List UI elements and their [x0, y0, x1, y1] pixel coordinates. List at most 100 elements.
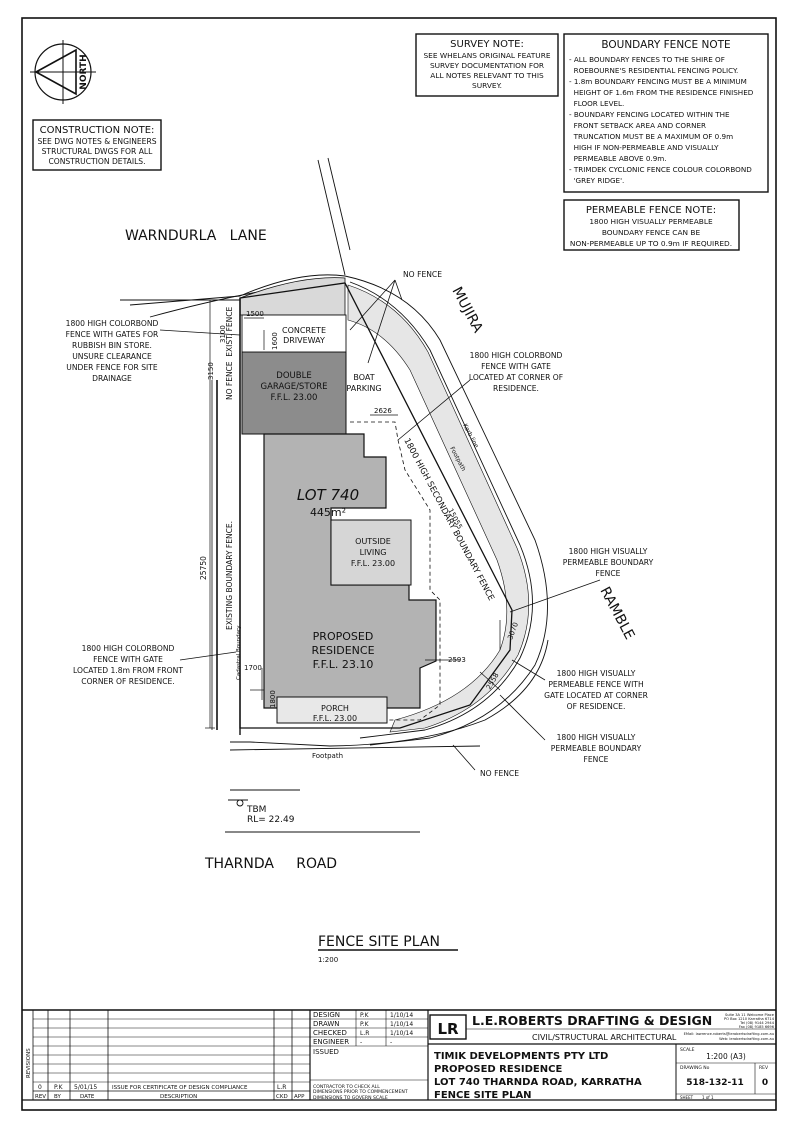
garage-label: DOUBLE [276, 371, 311, 381]
signoff-engineer-label: ENGINEER [313, 1038, 349, 1046]
construction-note-title: CONSTRUCTION NOTE: [40, 125, 155, 136]
signoff-engineer-initials: - [360, 1039, 362, 1046]
boundary-note-line: ROEBOURNE'S RESIDENTIAL FENCING POLICY. [569, 66, 738, 75]
dimensions-note: DIMENSIONS TO GOVERN SCALE [313, 1095, 388, 1101]
tbm-rl-label: RL= 22.49 [247, 815, 295, 825]
callout-rubbish-line: RUBBISH BIN STORE. [72, 341, 152, 350]
dim-25750: 25750 [199, 556, 208, 580]
header-rev: REV [35, 1094, 46, 1100]
permeable-note-line: 1800 HIGH VISUALLY PERMEABLE [589, 217, 713, 226]
callout-permeable-gate-line: OF RESIDENCE. [567, 702, 626, 711]
construction-note-line: CONSTRUCTION DETAILS. [48, 157, 145, 166]
rev-row-description: ISSUE FOR CERTIFICATE OF DESIGN COMPLIAN… [112, 1085, 248, 1091]
project-line: LOT 740 THARNDA ROAD, KARRATHA [434, 1077, 642, 1088]
permeable-fence-note: PERMEABLE FENCE NOTE: 1800 HIGH VISUALLY… [563, 199, 740, 251]
street-mujira: MUJIRA [448, 284, 485, 335]
rev-row-ckd: L.R [277, 1084, 286, 1091]
tbm-label: TBM [246, 805, 266, 815]
dim-2593: 2593 [448, 656, 466, 664]
drawing-no-label: DRAWING No [680, 1065, 710, 1071]
boundary-fence-note: BOUNDARY FENCE NOTE - ALL BOUNDARY FENCE… [563, 33, 769, 193]
street-warndurla-lane: WARNDURLA LANE [125, 228, 267, 244]
callout-no-fence-top: NO FENCE [403, 270, 442, 279]
address-line: Suite 3A 11 Welcome Place [725, 1013, 775, 1017]
rev-label: REV [759, 1065, 769, 1071]
callout-colorbond-corner-line: 1800 HIGH COLORBOND [470, 351, 563, 360]
callout-permeable-gate-line: PERMEABLE FENCE WITH [548, 680, 643, 689]
callout-colorbond-front-line: CORNER OF RESIDENCE. [81, 677, 174, 686]
company-subtitle: CIVIL/STRUCTURAL ARCHITECTURAL [532, 1033, 677, 1042]
boundary-note-line: FRONT SETBACK AREA AND CORNER [569, 121, 706, 130]
plan-scale: 1:200 [318, 956, 338, 964]
scale-value: 1:200 (A3) [706, 1052, 746, 1061]
north-arrow-icon: NORTH [30, 40, 96, 104]
driveway-label: DRIVEWAY [283, 336, 325, 345]
permeable-note-title: PERMEABLE FENCE NOTE: [586, 205, 716, 216]
signoff-checked-date: 1/10/14 [390, 1030, 413, 1037]
boundary-note-line: TRUNCATION MUST BE A MAXIMUM OF 0.9m [569, 132, 733, 141]
signoff-engineer-date: - [390, 1039, 392, 1046]
outside-living-label: LIVING [360, 548, 387, 557]
boat-parking-label: PARKING [346, 384, 381, 393]
survey-note-line: SEE WHELANS ORIGINAL FEATURE [423, 51, 550, 60]
boundary-note-line: 'GREY RIDGE'. [569, 176, 624, 185]
side-verge [347, 284, 530, 733]
callout-rubbish-line: FENCE WITH GATES FOR [66, 330, 159, 339]
callout-rubbish-line: DRAINAGE [92, 374, 132, 383]
tbm-marker-icon [228, 799, 248, 807]
signoff-design-label: DESIGN [313, 1011, 340, 1019]
survey-note-line: ALL NOTES RELEVANT TO THIS [430, 71, 544, 80]
company-logo: LR [437, 1020, 459, 1038]
footpath-bottom-label: Footpath [312, 752, 343, 760]
sheet-border [21, 17, 777, 1111]
boundary-note-line: - BOUNDARY FENCING LOCATED WITHIN THE [569, 110, 730, 119]
callout-rubbish-line: UNSURE CLEARANCE [72, 352, 152, 361]
scale-label: SCALE [680, 1047, 695, 1053]
permeable-note-line: NON-PERMEABLE UP TO 0.9m IF REQUIRED. [570, 239, 732, 248]
callout-permeable-2-line: 1800 HIGH VISUALLY [557, 733, 636, 742]
callout-colorbond-corner-line: RESIDENCE. [493, 384, 539, 393]
porch-label: F.F.L. 23.00 [313, 714, 357, 723]
rev-value: 0 [762, 1078, 768, 1088]
signoff-drawn-initials: P.K [360, 1021, 370, 1028]
boundary-note-line: - ALL BOUNDARY FENCES TO THE SHIRE OF [569, 55, 725, 64]
callout-permeable-gate-line: 1800 HIGH VISUALLY [557, 669, 636, 678]
outside-living-label: F.F.L. 23.00 [351, 559, 395, 568]
plan-title: FENCE SITE PLAN [318, 934, 440, 950]
boundary-note-line: HIGH IF NON-PERMEABLE AND VISUALLY [569, 143, 719, 152]
callout-colorbond-corner-line: FENCE WITH GATE [481, 362, 551, 371]
callout-permeable-2-line: PERMEABLE BOUNDARY [551, 744, 642, 753]
header-by: BY [54, 1094, 61, 1100]
boat-parking-label: BOAT [353, 373, 374, 382]
no-fence-exist-label: NO FENCE EXIST. FENCE [225, 306, 234, 400]
garage-label: F.F.L. 23.00 [271, 393, 318, 403]
address-line: Web: lerobertsdrafting.com.au [719, 1037, 774, 1041]
callout-permeable-1-line: PERMEABLE BOUNDARY [563, 558, 654, 567]
header-date: DATE [80, 1094, 95, 1100]
callout-colorbond-front-line: FENCE WITH GATE [93, 655, 163, 664]
header-ckd: CKD [276, 1094, 288, 1100]
driveway [241, 314, 347, 353]
porch [276, 696, 388, 724]
address-line: EMail: lawrence.roberts@lerobertsdraftin… [684, 1032, 774, 1036]
issued-label: ISSUED [313, 1048, 339, 1056]
drawing-no: 518-132-11 [686, 1078, 744, 1088]
lot-area: 445m² [310, 506, 346, 519]
setback-line [299, 421, 441, 721]
sheet-value: 1 of 1 [702, 1095, 714, 1100]
callout-colorbond-front-line: 1800 HIGH COLORBOND [82, 644, 175, 653]
rev-row-by: P.K [54, 1084, 64, 1091]
porch-label: PORCH [321, 704, 349, 713]
signoff-design-initials: P.K [360, 1012, 370, 1019]
north-label: NORTH [79, 54, 89, 89]
callout-permeable-1-line: FENCE [596, 569, 621, 578]
callout-permeable-gate-line: GATE LOCATED AT CORNER [544, 691, 649, 700]
contractor-note-line: DIMENSIONS PRIOR TO COMMENCEMENT [313, 1089, 408, 1095]
boundary-note-line: - TRIMDEK CYCLONIC FENCE COLOUR COLORBON… [569, 165, 752, 174]
survey-note-line: SURVEY DOCUMENTATION FOR [430, 61, 544, 70]
outside-living-label: OUTSIDE [355, 537, 391, 546]
lot-boundary [239, 282, 513, 729]
cadastral-label: Cadastral Boundary [236, 625, 242, 680]
signoff-drawn-label: DRAWN [313, 1020, 340, 1028]
